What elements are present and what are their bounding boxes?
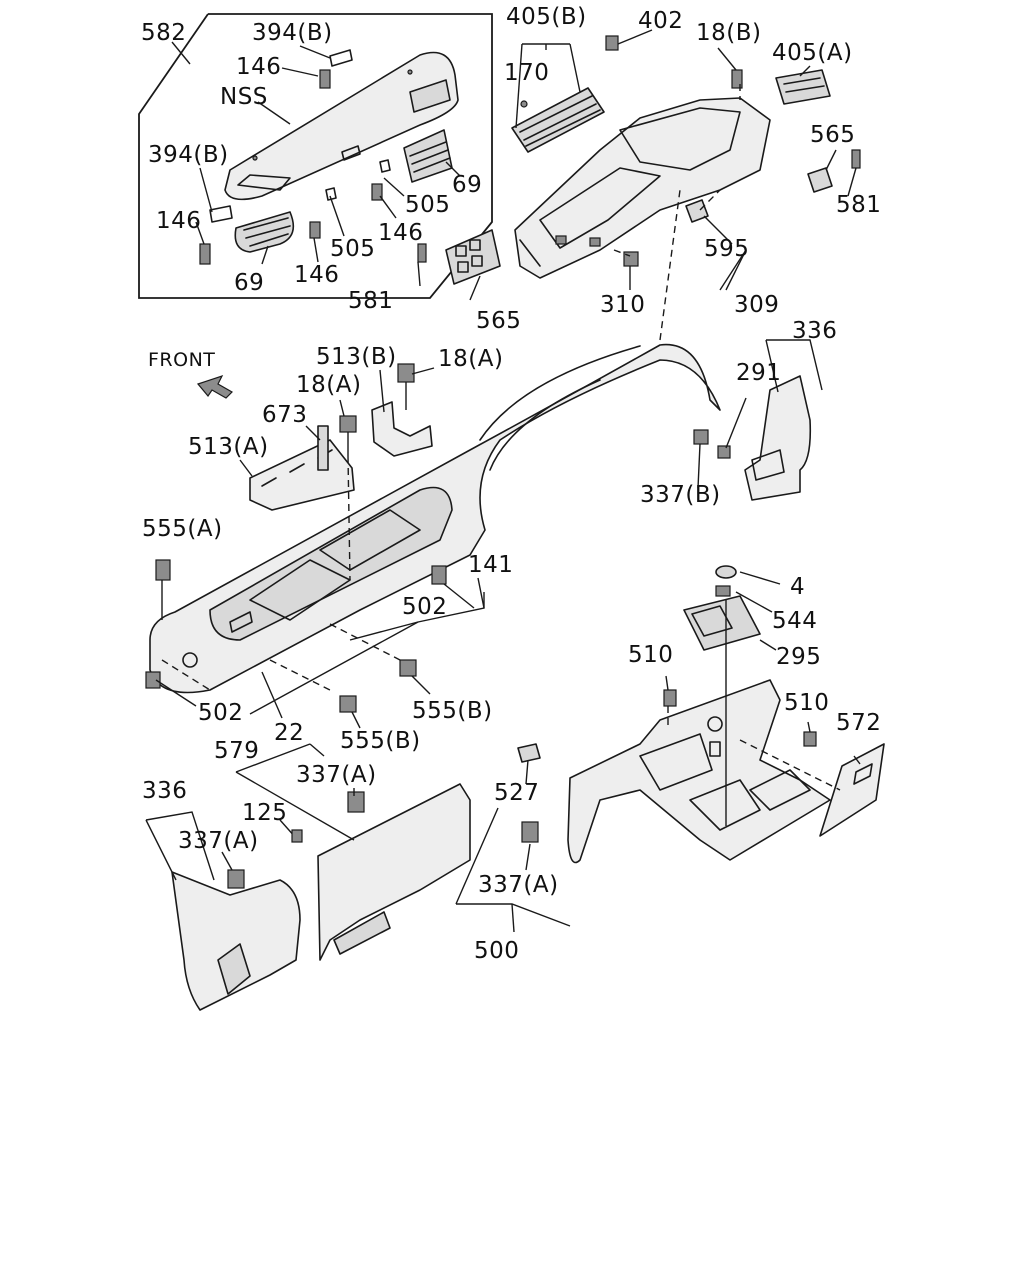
- vent-69-left: [234, 211, 295, 253]
- console-fasteners: [455, 743, 571, 933]
- label-405a: 405(A): [772, 40, 853, 66]
- main-leaders: [155, 189, 681, 729]
- label-581-a: 581: [836, 192, 881, 218]
- label-502-a: 502: [402, 594, 447, 620]
- switch-405a: [775, 69, 831, 105]
- label-513a: 513(A): [188, 434, 269, 460]
- label-309: 309: [734, 292, 779, 318]
- label-146-a: 146: [236, 54, 281, 80]
- label-502-b: 502: [198, 700, 243, 726]
- label-527: 527: [494, 780, 539, 806]
- label-337a-a: 337(A): [296, 762, 377, 788]
- console-500: [567, 679, 831, 864]
- inset-leaders: [195, 45, 461, 265]
- side-panel-336-right: [693, 339, 823, 501]
- label-555b-a: 555(B): [412, 698, 493, 724]
- label-572: 572: [836, 710, 881, 736]
- label-337a-b: 337(A): [178, 828, 259, 854]
- label-front: FRONT: [148, 349, 215, 371]
- top-right-leaders: [417, 29, 857, 301]
- label-544: 544: [772, 608, 817, 634]
- vent-405b: [511, 87, 605, 153]
- vent-69-right: [403, 129, 453, 183]
- label-505-b: 505: [405, 192, 450, 218]
- label-291: 291: [736, 360, 781, 386]
- label-141: 141: [468, 552, 513, 578]
- label-513b: 513(B): [316, 344, 397, 370]
- label-673: 673: [262, 402, 307, 428]
- label-581-b: 581: [348, 288, 393, 314]
- label-565-b: 565: [476, 308, 521, 334]
- label-146-c: 146: [294, 262, 339, 288]
- inset-fasteners: [199, 49, 391, 265]
- label-405b: 405(B): [506, 4, 587, 30]
- top-right-small-parts: [417, 35, 861, 267]
- label-336-b: 336: [142, 778, 187, 804]
- label-146-b: 146: [156, 208, 201, 234]
- label-394b-left: 394(B): [148, 142, 229, 168]
- label-146-d: 146: [378, 220, 423, 246]
- label-402: 402: [638, 8, 683, 34]
- label-170: 170: [504, 60, 549, 86]
- label-336-a: 336: [792, 318, 837, 344]
- switch-panel-565-lower: [445, 229, 501, 285]
- label-69-b: 69: [452, 172, 482, 198]
- label-505-a: 505: [330, 236, 375, 262]
- label-595: 595: [704, 236, 749, 262]
- label-582: 582: [141, 20, 186, 46]
- inset-frame-582: [138, 13, 493, 299]
- cup-holder-295: [683, 565, 781, 826]
- label-125: 125: [242, 800, 287, 826]
- label-510-b: 510: [784, 690, 829, 716]
- label-310: 310: [600, 292, 645, 318]
- label-500: 500: [474, 938, 519, 964]
- label-565-a: 565: [810, 122, 855, 148]
- label-555a: 555(A): [142, 516, 223, 542]
- label-22: 22: [274, 720, 304, 746]
- label-18a-b: 18(A): [296, 372, 361, 398]
- label-nss: NSS: [220, 84, 268, 110]
- side-panel-336-left: [145, 811, 301, 1011]
- label-4: 4: [790, 574, 805, 600]
- front-arrow: [196, 374, 233, 399]
- label-555b-b: 555(B): [340, 728, 421, 754]
- glove-box-579: [235, 743, 471, 961]
- bolt-18a: [155, 363, 415, 620]
- cluster-frame-309: [514, 97, 771, 279]
- bracket-513b: [371, 401, 433, 457]
- label-69-a: 69: [234, 270, 264, 296]
- label-18a-a: 18(A): [438, 346, 503, 372]
- label-510-a: 510: [628, 642, 673, 668]
- label-295: 295: [776, 644, 821, 670]
- main-dash-141: [145, 343, 721, 694]
- label-18b: 18(B): [696, 20, 762, 46]
- panel-572: [663, 675, 885, 837]
- labels: 582 394(B) 146 NSS 394(B) 146 69 146 505…: [141, 4, 881, 964]
- label-337b: 337(B): [640, 482, 721, 508]
- upper-cover-nss: [224, 51, 459, 201]
- label-394b-top: 394(B): [252, 20, 333, 46]
- label-579: 579: [214, 738, 259, 764]
- label-337a-c: 337(A): [478, 872, 559, 898]
